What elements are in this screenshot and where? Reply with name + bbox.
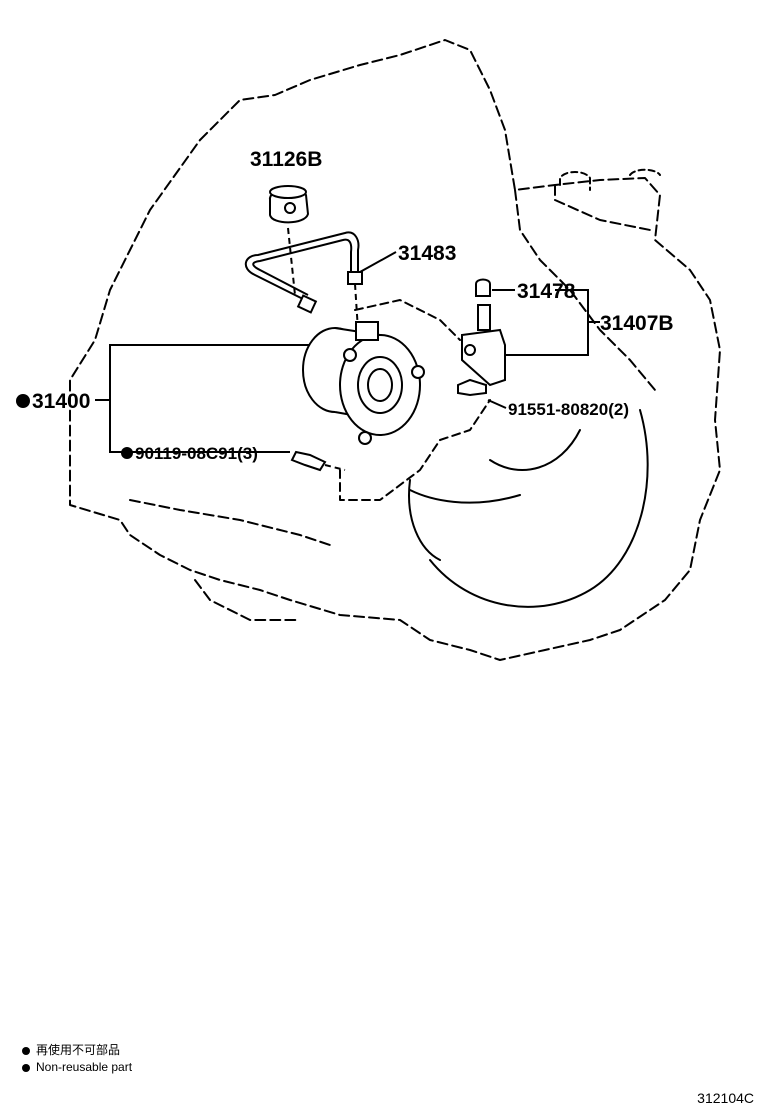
bell-arc-2: [409, 489, 521, 504]
label-31407b: 31407B: [600, 312, 674, 335]
bullet-icon: [22, 1063, 30, 1072]
housing-boss: [559, 171, 591, 191]
slave-cylinder-31400: [302, 321, 425, 445]
bell-dash: [339, 399, 491, 501]
housing-inner-4: [554, 184, 651, 231]
bolt-91551: [457, 378, 487, 397]
bell-arc-3: [489, 429, 581, 471]
label-31483: 31483: [398, 242, 456, 265]
bell-arc-1: [429, 409, 649, 608]
legend: 再使用不可部品 Non-reusable part: [22, 1042, 132, 1076]
bleeder-31407b: [461, 304, 506, 387]
tube-31483: [244, 231, 363, 314]
label-91551: 91551-80820(2): [508, 400, 629, 419]
housing-inner-2: [194, 579, 301, 621]
leader-91551: [487, 399, 507, 409]
plug-31126b: [269, 185, 310, 224]
bell-arc-4: [408, 479, 441, 561]
bullet-icon: [22, 1046, 30, 1055]
leader-31400: [95, 344, 310, 453]
label-31400: 31400: [32, 390, 90, 413]
cap-31478: [475, 278, 491, 297]
legend-row-en: Non-reusable part: [22, 1059, 132, 1076]
label-31126b: 31126B: [250, 148, 322, 171]
housing-inner-3: [514, 189, 656, 391]
housing-outline: [69, 39, 721, 661]
legend-en: Non-reusable part: [36, 1060, 133, 1074]
diagram-code: 312104C: [697, 1090, 754, 1106]
non-reusable-marker-90119: [121, 447, 133, 459]
housing-inner-1: [129, 499, 331, 546]
non-reusable-marker-31400: [16, 394, 30, 408]
housing-boss-2: [629, 168, 661, 176]
leader-31483: [359, 251, 397, 273]
legend-jp: 再使用不可部品: [36, 1043, 121, 1057]
legend-row-jp: 再使用不可部品: [22, 1042, 132, 1059]
label-90119: 90119-08C91(3): [135, 444, 258, 463]
bell-dash-2: [354, 299, 461, 341]
label-31478: 31478: [517, 280, 576, 303]
bolt-90119: [290, 450, 327, 472]
